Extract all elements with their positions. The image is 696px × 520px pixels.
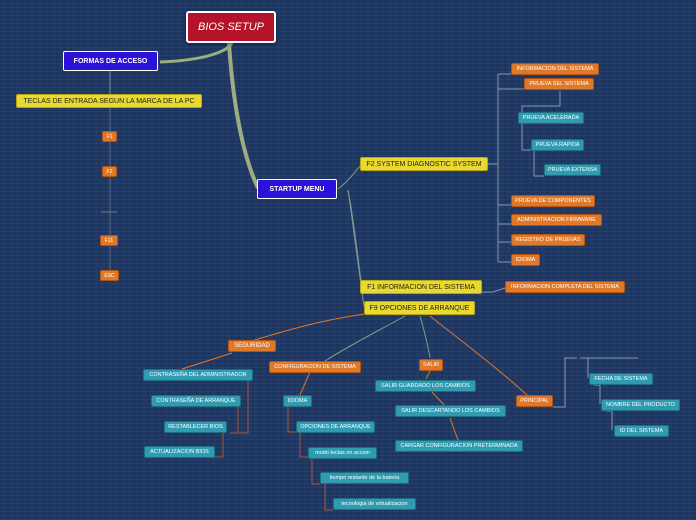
id-sistema-node[interactable]: ID DEL SISTEMA: [614, 425, 669, 437]
f1-informacion-node[interactable]: F1 INFORMACION DEL SISTEMA: [360, 280, 482, 294]
key-f1-node[interactable]: F1: [102, 131, 117, 142]
key-f11-node[interactable]: F11: [100, 235, 118, 246]
nombre-producto-node[interactable]: NOMBRE DEL PRODUCTO: [601, 399, 680, 411]
prueva-acelerada-node[interactable]: PRUEVA ACELERADA: [518, 112, 584, 124]
salir-guardado-node[interactable]: SALIR GUARDADO LOS CAMBIOS: [375, 380, 476, 392]
contrasena-arranque-node[interactable]: CONTRASEÑA DE ARRANQUE: [151, 395, 241, 407]
tecnologia-virtualizacion-node[interactable]: tecnologia de virtualizacion: [333, 498, 416, 510]
modo-teclas-node[interactable]: modo teclas en accion: [308, 447, 377, 459]
actualizacion-bios-node[interactable]: ACTUALIZACION BIOS: [144, 446, 215, 458]
principal-node[interactable]: PRINCIPAL: [516, 395, 553, 407]
f2-idioma-node[interactable]: IDIOMA: [511, 254, 540, 266]
f9-opciones-arranque-node[interactable]: F9 OPCIONES DE ARRANQUE: [364, 301, 475, 315]
f2-diagnostic-node[interactable]: F2 SYSTEM DIAGNOSTIC SYSTEM: [360, 157, 488, 171]
f2-administracion-firmware-node[interactable]: ADMINISTRACION FIRMWARE: [511, 214, 602, 226]
f2-informacion-sistema-node[interactable]: INFORMACION DEL SISTEMA: [511, 63, 599, 75]
key-f2-node[interactable]: F2: [102, 166, 117, 177]
fecha-sistema-node[interactable]: FECHA DE SISTEMA: [589, 373, 653, 385]
informacion-completa-node[interactable]: INFORMACION COMPLETA DEL SISTEMA: [505, 281, 625, 293]
seguridad-node[interactable]: SEGURIDAD: [228, 340, 276, 352]
restablecer-bios-node[interactable]: RESTABLECER BIOS: [164, 421, 227, 433]
prueva-extensa-node[interactable]: PRUEVA EXTENSA: [544, 164, 601, 176]
root-node[interactable]: BIOS SETUP: [186, 11, 276, 43]
configuracion-sistema-node[interactable]: CONFIGURACION DE SISTEMA: [269, 361, 361, 373]
prueva-rapida-node[interactable]: PRUEVA RAPIDA: [531, 139, 584, 151]
contrasena-administrador-node[interactable]: CONTRASEÑA DEL ADMINISTRADOR: [143, 369, 253, 381]
teclas-entrada-node[interactable]: TECLAS DE ENTRADA SEGUN LA MARCA DE LA P…: [16, 94, 202, 108]
salir-node[interactable]: SALIR: [419, 359, 443, 371]
cargar-configuracion-node[interactable]: CARGAR CONFIGURACION PRETERMINADA: [395, 440, 523, 452]
startup-menu-node[interactable]: STARTUP MENU: [257, 179, 337, 199]
salir-descartando-node[interactable]: SALIR DESCARTANDO LOS CAMBIOS: [395, 405, 506, 417]
tiempo-bateria-node[interactable]: tiempo restante de la bateria: [320, 472, 409, 484]
key-esc-node[interactable]: ESC: [100, 270, 119, 281]
f2-registro-pruevas-node[interactable]: REGISTRO DE PRUEVAS: [511, 234, 585, 246]
formas-de-acceso-node[interactable]: FORMAS DE ACCESO: [63, 51, 158, 71]
f2-prueva-sistema-node[interactable]: PRUEVA SEL SISTEMA: [524, 78, 594, 90]
config-opciones-arranque-node[interactable]: OPCIONES DE ARRANQUE: [296, 421, 375, 433]
config-idioma-node[interactable]: IDIOMA: [283, 395, 312, 407]
f2-prueva-componentes-node[interactable]: PRUEVA DE COMPONENTES: [511, 195, 595, 207]
